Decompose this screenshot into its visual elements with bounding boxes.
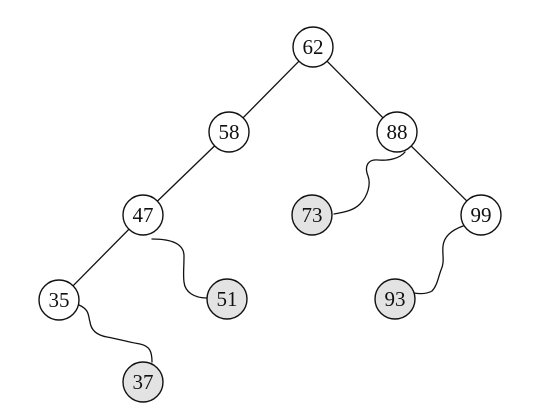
- edge-58-47: [156, 145, 216, 202]
- tree-node-37: 37: [122, 361, 164, 403]
- node-circle: [206, 278, 248, 320]
- tree-node-47: 47: [122, 194, 164, 236]
- node-label: 35: [49, 288, 70, 312]
- tree-node-35: 35: [38, 279, 80, 321]
- tree-nodes: 62 58 88 47 73 99 35 51 93 37: [38, 26, 502, 403]
- edge-88-99: [410, 145, 468, 202]
- tree-node-99: 99: [460, 194, 502, 236]
- node-circle: [38, 279, 80, 321]
- node-circle: [376, 111, 418, 153]
- node-circle: [292, 26, 334, 68]
- edge-47-35: [72, 228, 130, 287]
- edge-99-93-wavy: [413, 225, 464, 295]
- node-label: 99: [471, 203, 492, 227]
- edge-47-51-wavy: [151, 238, 208, 299]
- node-circle: [122, 361, 164, 403]
- node-label: 88: [387, 120, 408, 144]
- node-label: 37: [133, 370, 154, 394]
- node-label: 93: [385, 287, 406, 311]
- node-label: 62: [303, 35, 324, 59]
- node-circle: [460, 194, 502, 236]
- node-label: 51: [217, 287, 238, 311]
- node-label: 58: [219, 120, 240, 144]
- node-circle: [291, 194, 333, 236]
- node-circle: [374, 278, 416, 320]
- tree-node-58: 58: [208, 111, 250, 153]
- edge-62-58: [242, 60, 300, 119]
- tree-node-88: 88: [376, 111, 418, 153]
- node-label: 47: [133, 203, 154, 227]
- tree-node-73: 73: [291, 194, 333, 236]
- tree-node-62: 62: [292, 26, 334, 68]
- tree-node-93: 93: [374, 278, 416, 320]
- node-circle: [122, 194, 164, 236]
- edge-35-37-wavy: [78, 304, 153, 363]
- edge-88-73-wavy: [333, 151, 406, 215]
- node-label: 73: [302, 203, 323, 227]
- edge-62-88: [326, 60, 384, 119]
- tree-edges: [72, 60, 468, 363]
- node-circle: [208, 111, 250, 153]
- tree-node-51: 51: [206, 278, 248, 320]
